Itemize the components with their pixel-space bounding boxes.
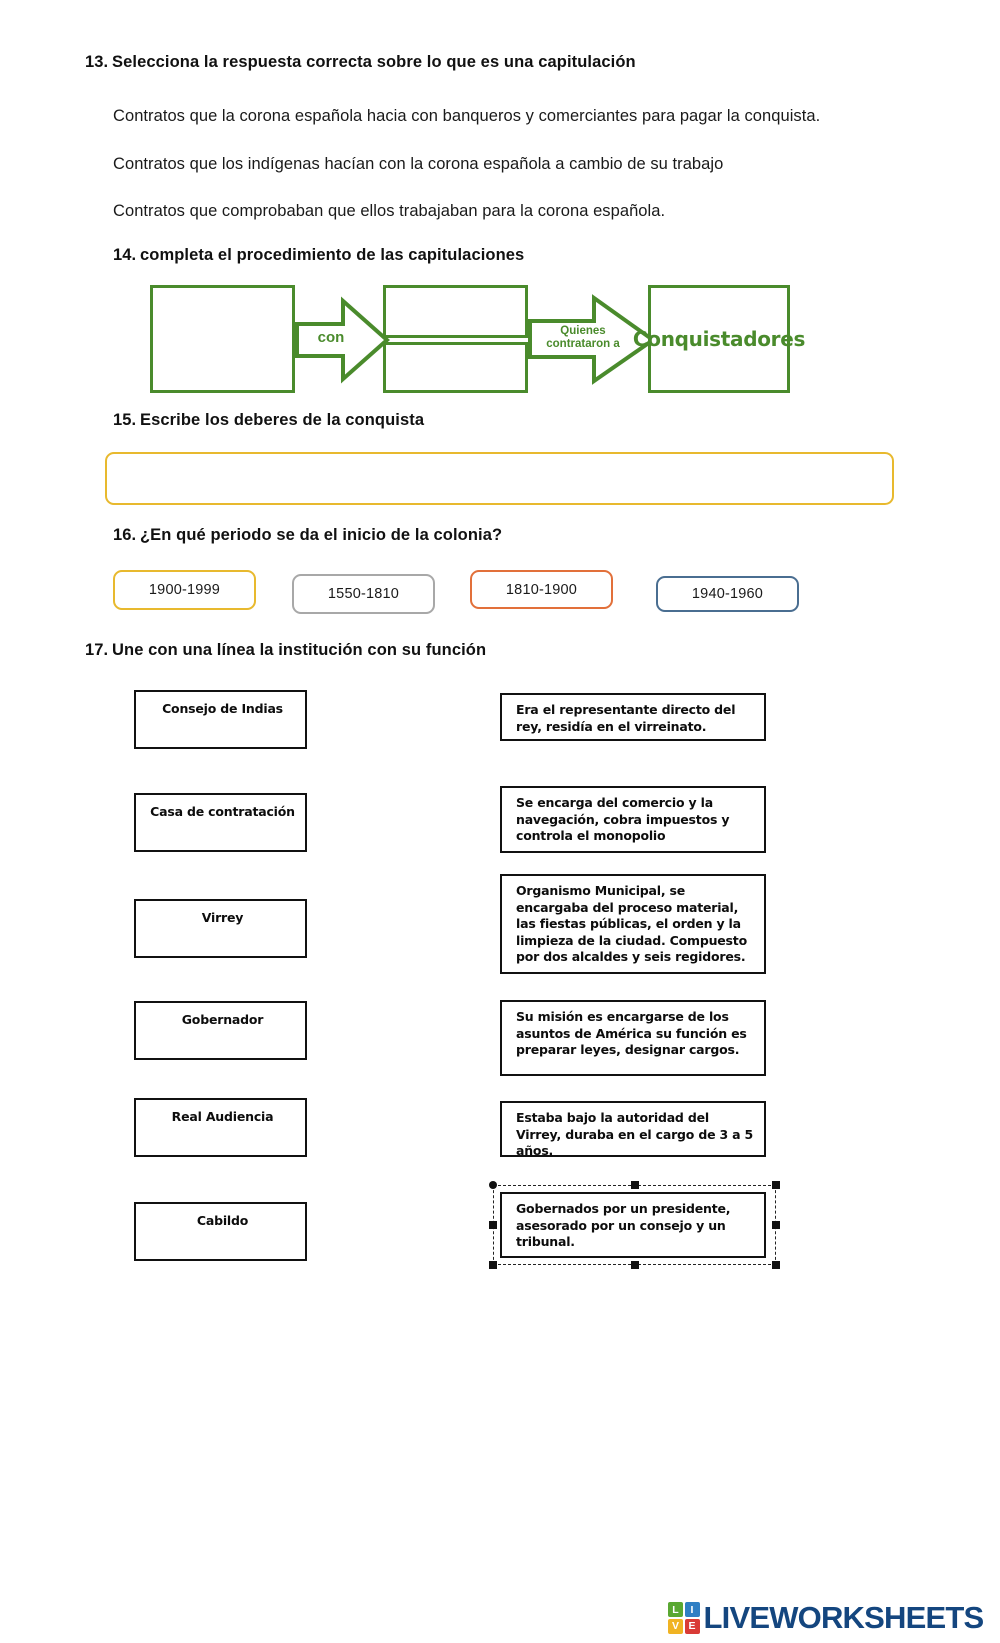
selection-handle-middle-right[interactable]: [772, 1221, 780, 1229]
institution-box-cabildo[interactable]: Cabildo: [134, 1202, 307, 1261]
institution-box-gobernador[interactable]: Gobernador: [134, 1001, 307, 1060]
logo-wordmark: LIVEWORKSHEETS: [703, 1600, 985, 1635]
diagram-box-2-bottom[interactable]: [383, 342, 528, 393]
question-13-heading: 13. Selecciona la respuesta correcta sob…: [85, 53, 636, 72]
function-box-4[interactable]: Su misión es encargarse de los asuntos d…: [500, 1000, 766, 1076]
diagram-arrow-1-icon: [295, 296, 391, 384]
question-15-number: 15.: [113, 411, 137, 429]
diagram-arrow-2-icon: [528, 294, 657, 385]
logo-tile-v: V: [668, 1618, 683, 1634]
question-16-option-1550-1810[interactable]: 1550-1810: [292, 574, 435, 614]
question-17-prompt: Une con una línea la institución con su …: [112, 641, 487, 659]
logo-tile-l: L: [668, 1602, 683, 1618]
selection-handle-top-right[interactable]: [772, 1181, 780, 1189]
institution-box-casa-de-contratacion[interactable]: Casa de contratación: [134, 793, 307, 852]
function-box-1[interactable]: Era el representante directo del rey, re…: [500, 693, 766, 741]
function-box-2[interactable]: Se encarga del comercio y la navegación,…: [500, 786, 766, 853]
question-16-prompt: ¿En qué periodo se da el inicio de la co…: [140, 526, 503, 544]
selection-handle-bottom-left[interactable]: [489, 1261, 497, 1269]
selection-handle-top-center[interactable]: [630, 1181, 639, 1189]
question-13-option-1[interactable]: Contratos que la corona española hacia c…: [113, 107, 821, 125]
institution-box-virrey[interactable]: Virrey: [134, 899, 307, 958]
diagram-box-2-top[interactable]: [383, 285, 528, 338]
question-14-prompt: completa el procedimiento de las capitul…: [140, 246, 525, 264]
selection-handle-middle-left[interactable]: [489, 1221, 497, 1229]
liveworksheets-logo: L I V E LIVEWORKSHEETS: [668, 1600, 985, 1636]
question-15-heading: 15. Escribe los deberes de la conquista: [113, 411, 424, 430]
question-13-option-2[interactable]: Contratos que los indígenas hacían con l…: [113, 155, 724, 173]
question-15-prompt: Escribe los deberes de la conquista: [140, 411, 425, 429]
question-15-answer-input[interactable]: [105, 452, 894, 505]
selection-handle-top-left[interactable]: [489, 1181, 497, 1189]
question-14-heading: 14. completa el procedimiento de las cap…: [113, 246, 524, 265]
selection-handle-bottom-right[interactable]: [772, 1261, 780, 1269]
question-16-number: 16.: [113, 526, 137, 544]
question-16-heading: 16. ¿En qué periodo se da el inicio de l…: [113, 526, 502, 545]
question-14-number: 14.: [113, 246, 137, 264]
question-17-heading: 17. Une con una línea la institución con…: [85, 641, 486, 660]
question-13-number: 13.: [85, 53, 109, 71]
selection-handle-bottom-center[interactable]: [630, 1261, 639, 1269]
function-box-6[interactable]: Gobernados por un presidente, asesorado …: [500, 1192, 766, 1258]
institution-box-real-audiencia[interactable]: Real Audiencia: [134, 1098, 307, 1157]
logo-tile-e: E: [684, 1618, 700, 1634]
logo-tiles: L I V E: [668, 1602, 700, 1634]
question-13-option-3[interactable]: Contratos que comprobaban que ellos trab…: [113, 202, 666, 220]
institution-box-consejo-de-indias[interactable]: Consejo de Indias: [134, 690, 307, 749]
function-box-6-selection[interactable]: Gobernados por un presidente, asesorado …: [489, 1181, 780, 1269]
function-box-3[interactable]: Organismo Municipal, se encargaba del pr…: [500, 874, 766, 974]
question-16-option-1940-1960[interactable]: 1940-1960: [656, 576, 799, 612]
logo-tile-i: I: [684, 1602, 700, 1618]
question-17-number: 17.: [85, 641, 109, 659]
function-box-5[interactable]: Estaba bajo la autoridad del Virrey, dur…: [500, 1101, 766, 1158]
diagram-box-3[interactable]: [648, 285, 790, 393]
diagram-box-1[interactable]: [150, 285, 295, 393]
question-16-option-1900-1999[interactable]: 1900-1999: [113, 570, 256, 610]
question-16-option-1810-1900[interactable]: 1810-1900: [470, 570, 613, 609]
capitulaciones-process-diagram: con Quienes contrataron a Conquistadores: [150, 281, 805, 396]
question-13-prompt: Selecciona la respuesta correcta sobre l…: [112, 53, 636, 71]
